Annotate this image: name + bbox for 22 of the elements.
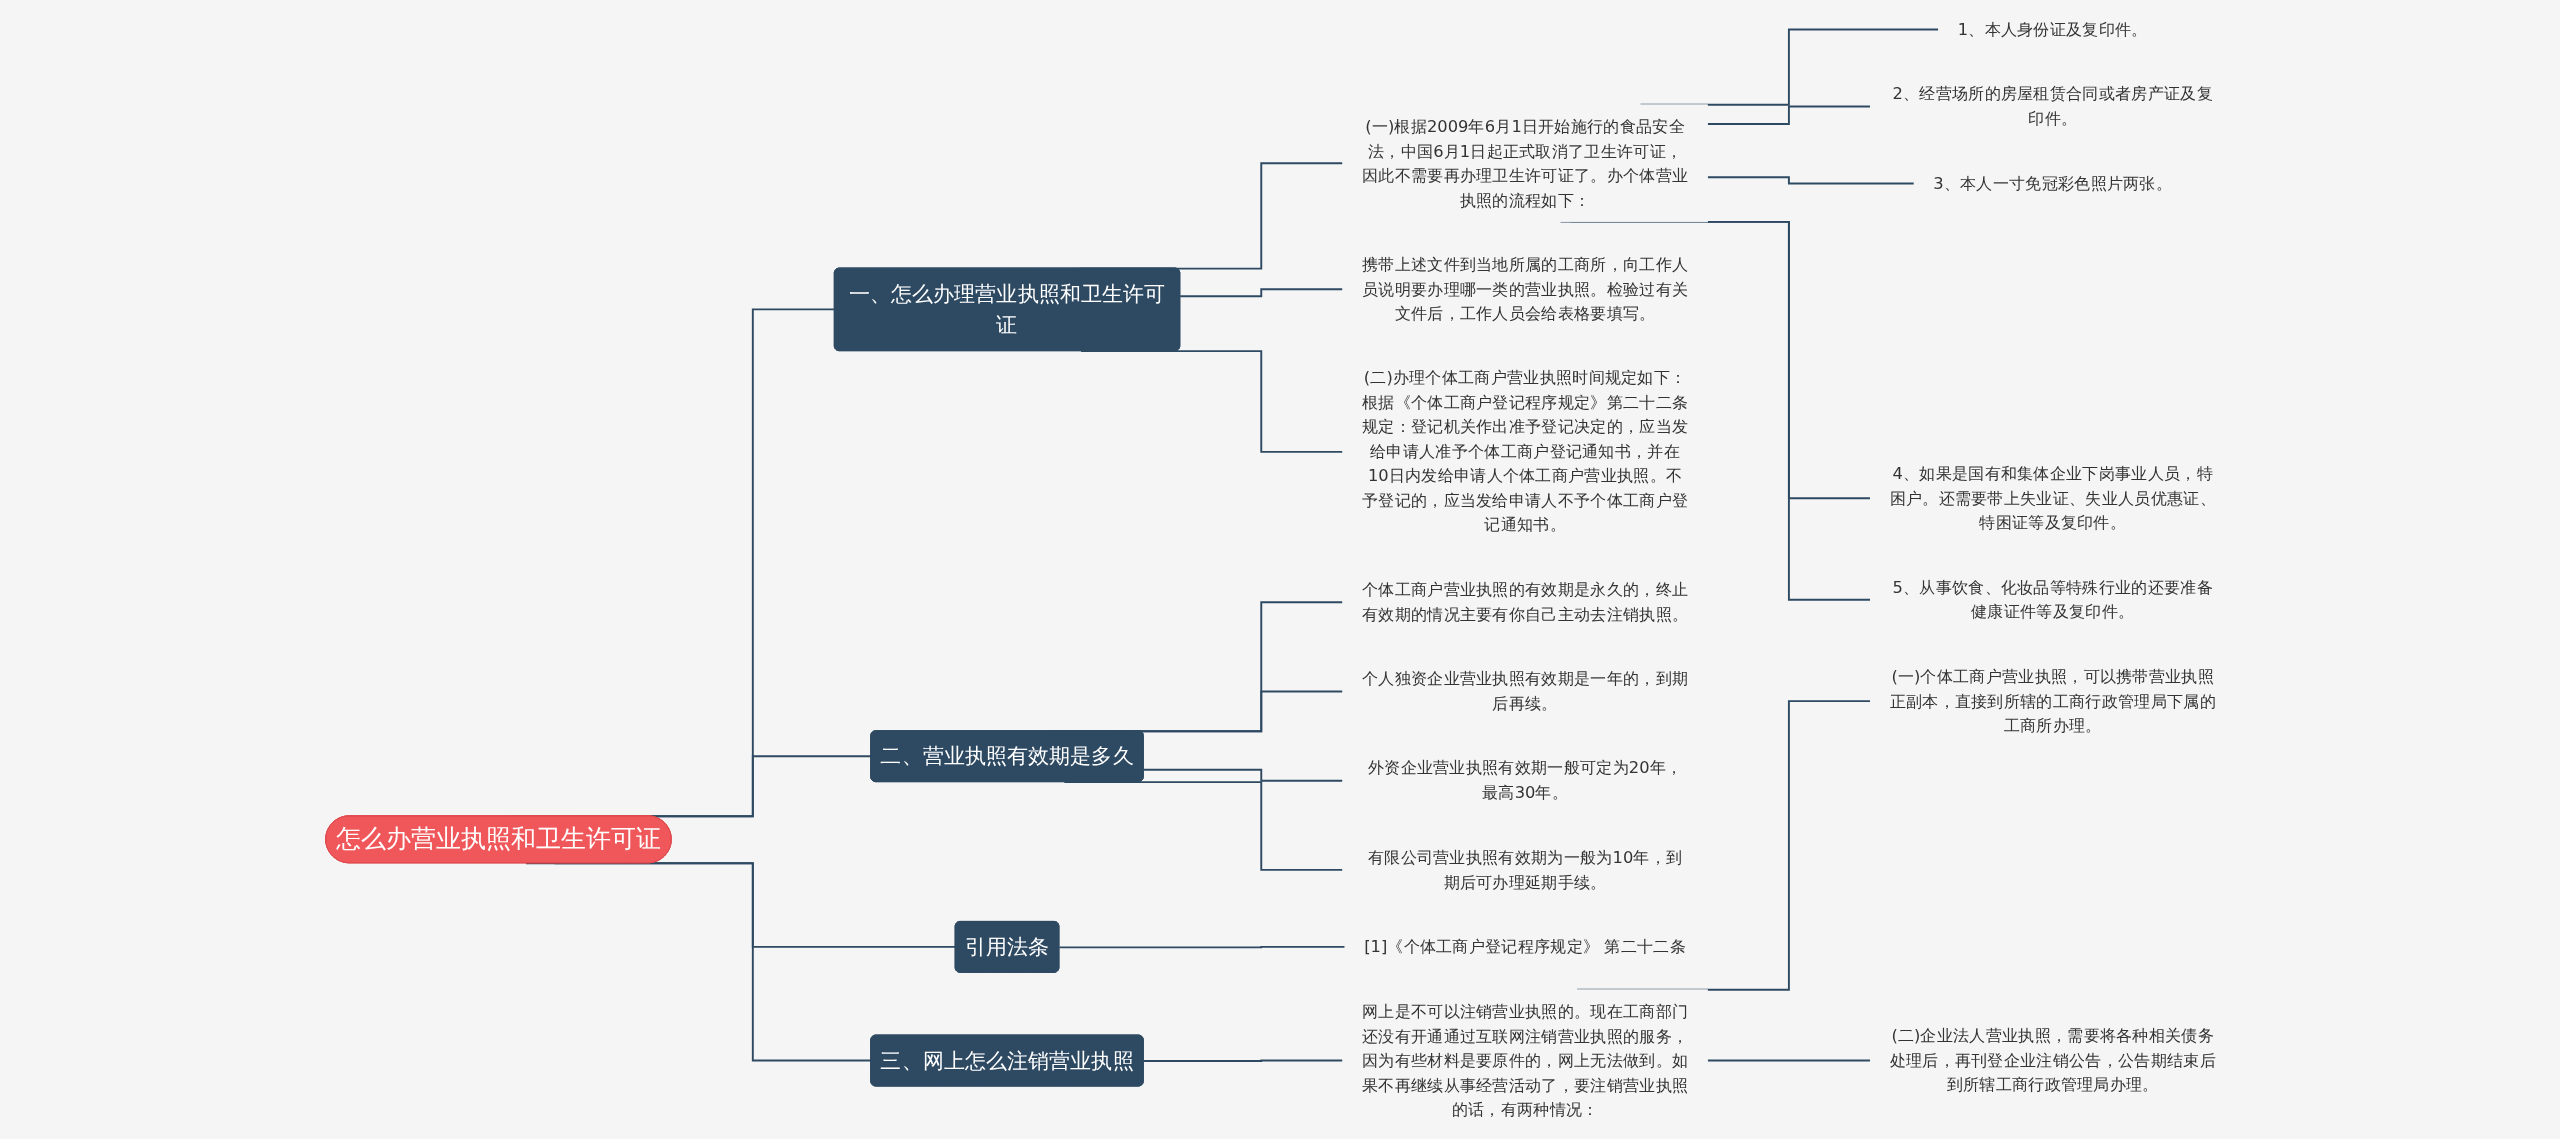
- node-text: (二)企业法人营业执照，需要将各种相关债务处理后，再刊登企业注销公告，公告期结束后到所辖工商行政管理局办理。: [1889, 1025, 2216, 1094]
- node-text: 外资企业营业执照有效期一般可定为20年，最高30年。: [1367, 758, 1682, 802]
- node-text: 个体工商户营业执照的有效期是永久的，终止有效期的情况主要有你自己主动去注销执照。: [1361, 579, 1688, 624]
- node-text: 1、本人身份证及复印件。: [1957, 19, 2148, 39]
- node-text: 有限公司营业执照有效期为一般为10年，到期后可办理延期手续。: [1367, 847, 1682, 891]
- connector: [524, 862, 872, 1062]
- node-text: (二)办理个体工商户营业执照时间规定如下：根据《个体工商户登记程序规定》第二十二条规定：登记机关作出准予登记决定的，应当发给申请人准予个体工商户登记通知书，并在10日内发给申请人个体工商户营业执照。不予登记的，应当发给申请人不予个体工商户登记通知书。: [1361, 368, 1688, 535]
- connector: [1142, 768, 1344, 782]
- connector: [1058, 945, 1346, 949]
- connector: [1178, 288, 1344, 298]
- connector: [1706, 1059, 1872, 1062]
- node-text: 2、经营场所的房屋租赁合同或者房产证及复印件。: [1892, 83, 2213, 128]
- connector: [1706, 105, 1872, 125]
- node-text: [1]《个体工商户登记程序规定》 第二十二条: [1363, 936, 1686, 956]
- node-text: 4、如果是国有和集体企业下岗事业人员，特困户。还需要带上失业证、失业人员优惠证、特困证等及复印件。: [1889, 463, 2216, 532]
- node-text: 3、本人一寸免冠彩色照片两张。: [1933, 173, 2172, 193]
- connector: [1142, 1059, 1344, 1062]
- connector: [1706, 176, 1915, 185]
- node-text: 个人独资企业营业执照有效期是一年的，到期后再续。: [1361, 668, 1688, 713]
- node-text: 5、从事饮食、化妆品等特殊行业的还要准备健康证件等及复印件。: [1892, 577, 2213, 621]
- node-text: (一)个体工商户营业执照，可以携带营业执照正副本，直接到所辖的工商行政管理局下属的工商所办理。: [1889, 666, 2216, 735]
- node-text: 携带上述文件到当地所属的工商所，向工作人员说明要办理哪一类的营业执照。检验过有关文件后，工作人员会给表格要填写。: [1361, 254, 1688, 323]
